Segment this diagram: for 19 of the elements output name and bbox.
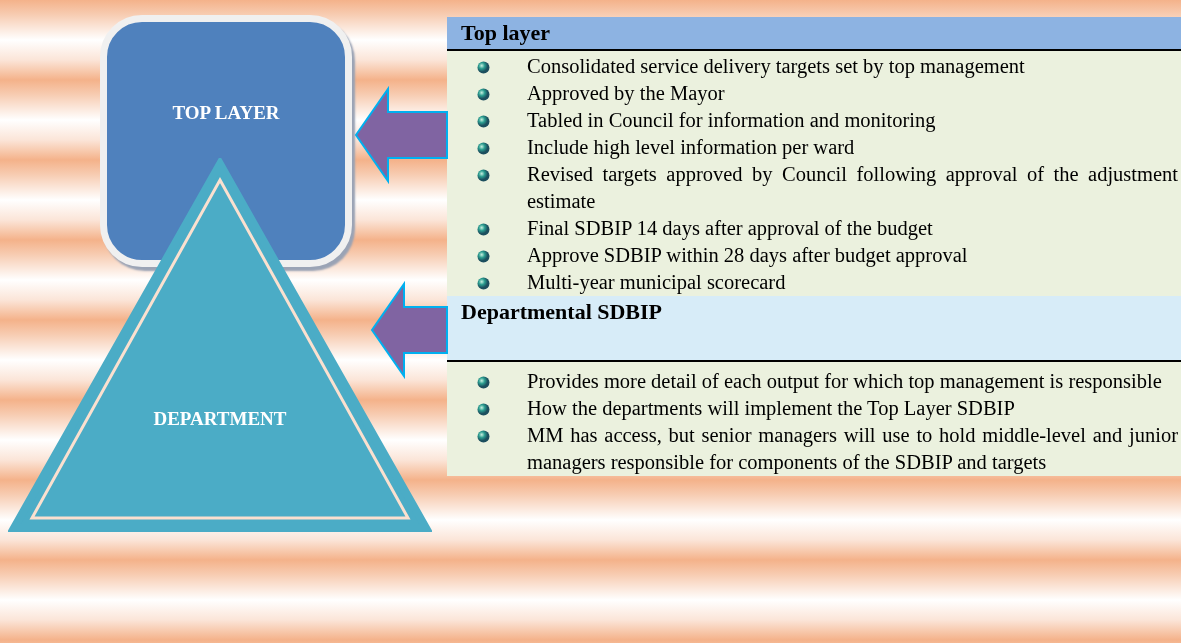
triangle-label: DEPARTMENT — [153, 408, 287, 430]
text-panel — [447, 17, 1181, 296]
bullet-text: How the departments will implement the Top Layer SDBIP — [527, 396, 1016, 422]
section-heading: Top layer — [461, 20, 551, 46]
section-heading: Departmental SDBIP — [461, 299, 663, 325]
bullet-text: Consolidated service delivery targets set by top management — [527, 54, 1026, 80]
bullet-text: MM has access, but senior managers will use to hold middle-level and junior managers responsible for components of the SDBIP and targets — [527, 423, 1178, 476]
box-label: TOP LAYER — [172, 102, 280, 124]
block-arrow — [354, 85, 448, 185]
bullet-text: Provides more detail of each output for which top management is responsible — [527, 369, 1163, 395]
bullet-text: Final SDBIP 14 days after approval of the budget — [527, 216, 934, 242]
bullet-text: Approved by the Mayor — [527, 81, 726, 107]
bullet-text: Tabled in Council for information and monitoring — [527, 108, 937, 134]
bullet-text: Revised targets approved by Council following approval of the adjustment estimate — [527, 162, 1178, 214]
text-panel — [447, 296, 1181, 476]
bullet-text: Approve SDBIP within 28 days after budget approval — [527, 243, 969, 269]
bullet-text: Multi-year municipal scorecard — [527, 270, 787, 296]
block-arrow — [370, 280, 448, 380]
bullet-text: Include high level information per ward — [527, 135, 856, 161]
